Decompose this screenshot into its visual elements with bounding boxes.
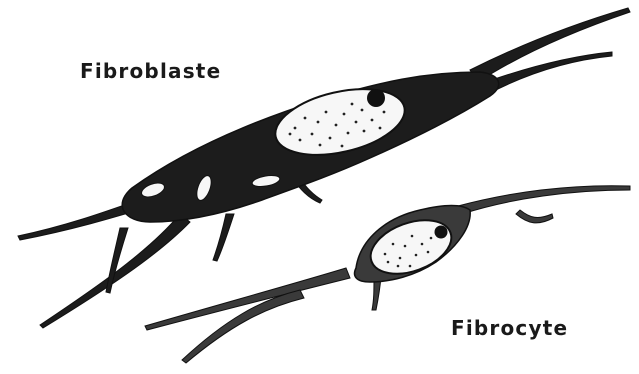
fibroblast-process-down-2	[213, 214, 234, 261]
fibrocyte-nucleolus	[435, 226, 448, 239]
fibroblast-nucleolus	[367, 89, 385, 107]
fibroblast-label: Fibroblaste	[80, 59, 221, 83]
fibrocyte-process-left-long	[145, 268, 350, 330]
fibrocyte-process-right	[458, 186, 630, 214]
fibrocyte-label: Fibrocyte	[451, 316, 568, 340]
fibrocyte-process-right-hook	[516, 210, 553, 223]
fibroblast-process-down-1	[106, 228, 128, 293]
fibroblast-process-right-upper	[470, 8, 630, 82]
